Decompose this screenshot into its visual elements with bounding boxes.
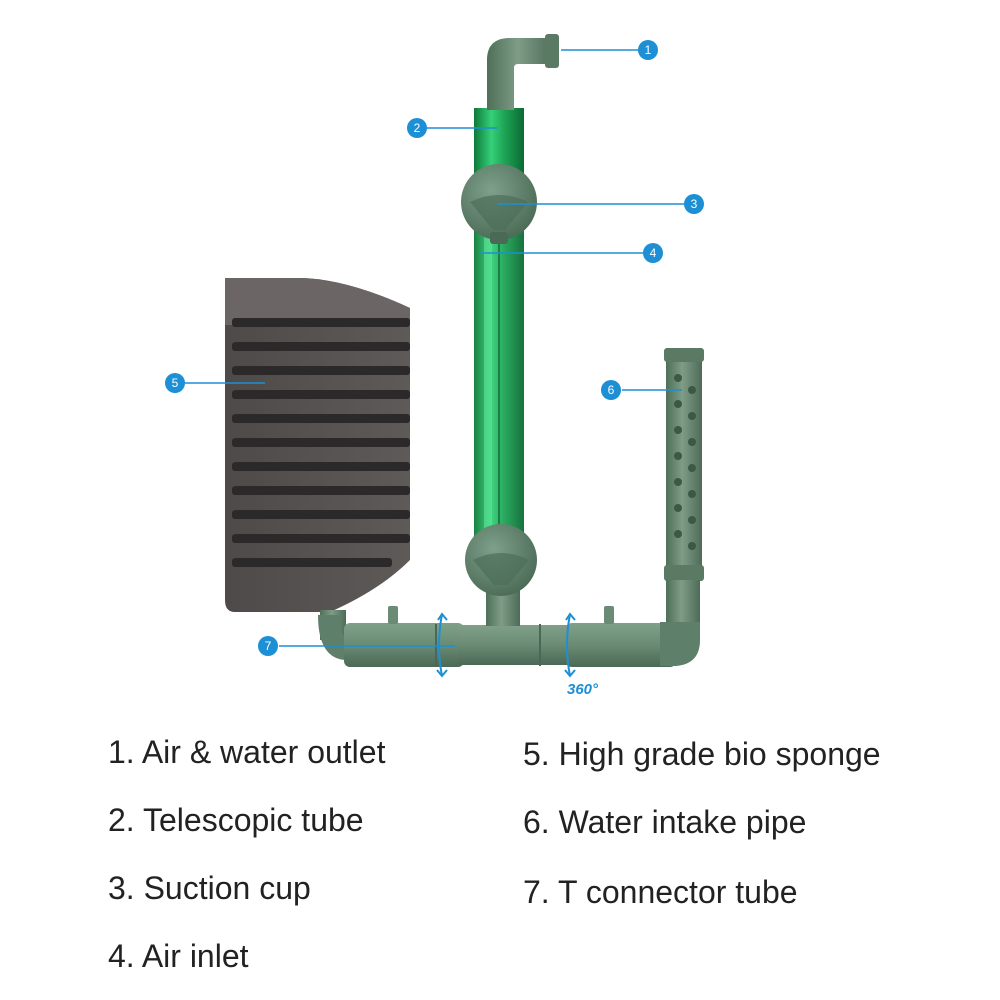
callout-badge-2: 2 [407,118,427,138]
callout-badge-7: 7 [258,636,278,656]
legend-item-6: 6. Water intake pipe [523,804,807,840]
legend-item-3: 3. Suction cup [108,870,311,906]
bio-sponge [225,278,410,612]
filter-diagram: 360° 1 2 3 4 5 6 7 [165,34,704,698]
water-intake-pipe [664,348,704,628]
callout-badge-1: 1 [638,40,658,60]
rotation-indicators [436,612,576,678]
callout-badge-4: 4 [643,243,663,263]
legend-item-2: 2. Telescopic tube [108,802,364,838]
svg-text:1: 1 [645,43,652,57]
rotation-label: 360° [567,681,599,698]
svg-text:4: 4 [650,246,657,260]
callout-badge-3: 3 [684,194,704,214]
svg-text:5: 5 [172,376,179,390]
outlet-elbow [487,34,559,110]
callout-badge-5: 5 [165,373,185,393]
legend-item-5: 5. High grade bio sponge [523,736,881,772]
suction-cups [461,164,537,596]
legend-item-4: 4. Air inlet [108,938,249,974]
svg-text:2: 2 [414,121,421,135]
callout-leaders [185,49,685,647]
svg-text:6: 6 [608,383,615,397]
svg-text:7: 7 [265,639,272,653]
t-connector-tube [318,590,700,667]
callout-badge-6: 6 [601,380,621,400]
telescopic-tube [474,108,524,540]
legend-item-1: 1. Air & water outlet [108,734,386,770]
svg-text:3: 3 [691,197,698,211]
legend-item-7: 7. T connector tube [523,874,798,910]
